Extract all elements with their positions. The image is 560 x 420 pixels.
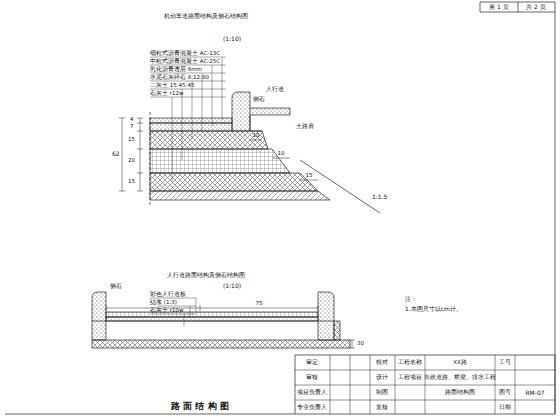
drawing-label: 人行道 — [266, 86, 284, 92]
drawing-label: RM-07 — [525, 390, 544, 396]
drawing-label: 中粒式沥青混凝土 AC-25C — [150, 59, 220, 65]
drawing-label: 第 1 页 — [489, 4, 509, 10]
drawing-label: 10 — [253, 133, 260, 139]
drawing-label: 路面结构图 — [445, 390, 475, 396]
drawing-label: 石灰土 r12w — [150, 91, 184, 97]
drawing-label: 土路肩 — [296, 124, 314, 130]
drawing-label: 20 — [128, 158, 135, 164]
drawing-label: 石灰土 r10w — [150, 308, 184, 314]
drawing-label: 图号 — [499, 390, 511, 396]
drawing-label: (1:10) — [223, 283, 241, 289]
drawing-label: 侧石 — [253, 96, 265, 102]
drawing-label: 审核 — [306, 375, 318, 381]
drawing-label: 75 — [255, 301, 264, 307]
drawing-label: 工程项目 — [398, 375, 422, 381]
drawing-label: XX路 — [453, 360, 467, 366]
drawing-label: 二灰土 15:45:45 — [150, 83, 194, 89]
drawing-label: 1.本图尺寸以cm计。 — [405, 306, 462, 312]
drawing-label: 专业负责人 — [297, 405, 327, 411]
drawing-label: 复核 — [376, 405, 388, 411]
drawing-label: 工程名称 — [398, 360, 422, 366]
drawing-label: 设计 — [376, 375, 388, 381]
drawing-label: 共 2 页 — [526, 4, 546, 10]
drawing-label: 校对 — [376, 360, 388, 366]
drawing-label: 审定 — [306, 360, 318, 366]
drawing-label: 机动车道路面结构及侧石结构图 — [164, 13, 248, 19]
drawing-label: 62 — [112, 151, 120, 157]
drawing-label: 4 — [130, 117, 134, 123]
drawing-label: 制图 — [376, 390, 388, 396]
drawing-label: 10 — [278, 151, 285, 157]
drawing-title: 路 面 结 构 图 — [171, 402, 229, 411]
drawing-label: (1:10) — [223, 36, 241, 42]
drawing-label: 7 — [130, 124, 134, 130]
drawing-label: 15 — [306, 173, 313, 179]
drawing-label: 人行道路面结构及侧石结构图 — [167, 272, 245, 278]
drawing-label: 水泥石灰碎石 8:12:80 — [150, 75, 209, 81]
drawing-label: 15 — [128, 179, 135, 185]
drawing-label: 1:1.5 — [372, 194, 387, 200]
drawing-label: 50 — [149, 301, 158, 307]
drawing-label: 15 — [128, 137, 135, 143]
drawing-label: 30 — [357, 341, 364, 347]
drawing-label: 侧石 — [110, 284, 122, 290]
drawing-label: 细粒式沥青混凝土 AC-13C — [150, 51, 220, 57]
drawing-label: 工号 — [499, 360, 511, 366]
drawing-label: 乳化沥青透层 6mm — [150, 67, 202, 73]
drawing-label: 市政道路、桥梁、排水工程 — [424, 375, 496, 381]
drawing-label: 项目负责人 — [297, 390, 327, 396]
drawing-label: 注： — [405, 296, 417, 302]
drawing-label: 日期 — [499, 405, 511, 411]
drawing-label: 彩色人行道板 — [150, 292, 186, 298]
